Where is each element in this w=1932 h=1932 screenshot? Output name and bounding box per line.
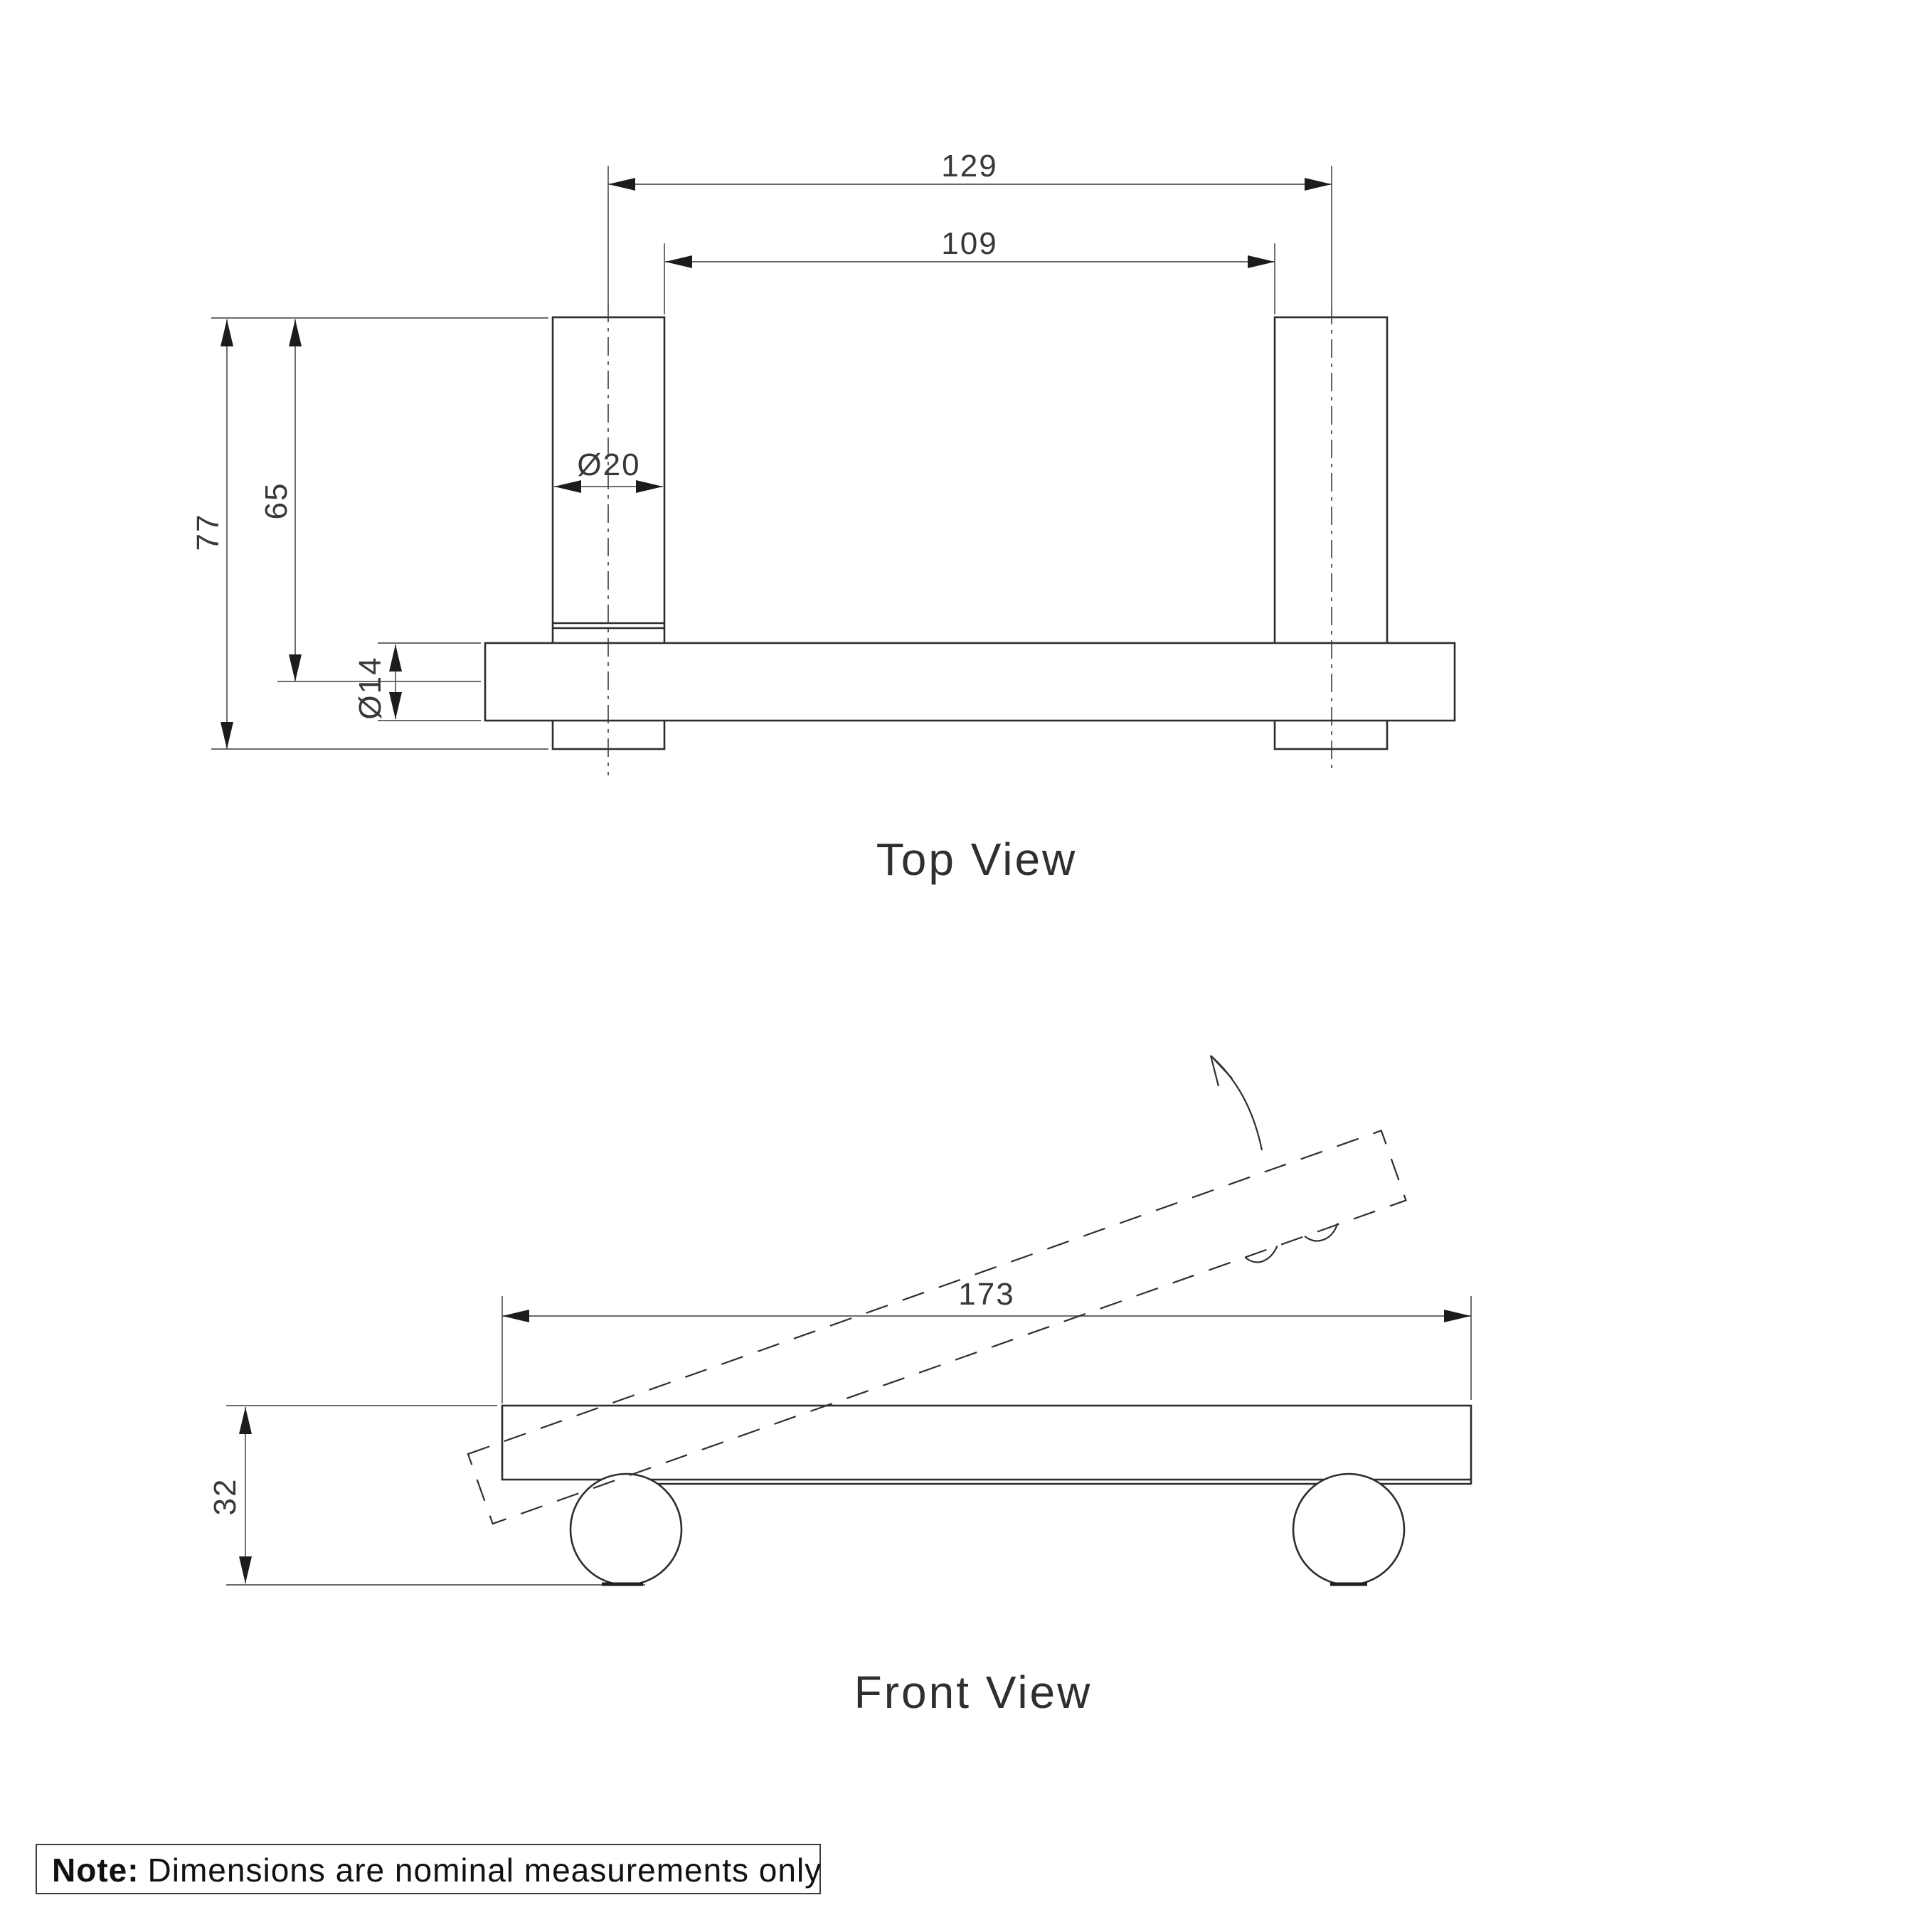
arrowhead bbox=[239, 1556, 252, 1583]
note-text: Note:Dimensions are nominal measurements… bbox=[52, 1852, 822, 1889]
dim-label-109: 109 bbox=[941, 226, 997, 261]
top-view-title: Top View bbox=[876, 834, 1078, 885]
dim-label-77: 77 bbox=[191, 514, 225, 551]
arrowhead bbox=[389, 692, 402, 719]
front-view-title: Front View bbox=[854, 1667, 1093, 1718]
arrowhead bbox=[608, 178, 635, 191]
tilted-plank-outline bbox=[467, 1130, 1407, 1525]
dim-label-32: 32 bbox=[208, 1478, 243, 1516]
plank-outline bbox=[501, 1404, 1472, 1481]
arrowhead bbox=[1305, 178, 1332, 191]
arrowhead bbox=[1444, 1310, 1471, 1322]
tilted-plank-notch-1 bbox=[1244, 1246, 1278, 1263]
dim-label-173: 173 bbox=[958, 1277, 1014, 1312]
dim-label-65: 65 bbox=[259, 482, 294, 520]
arrowhead bbox=[239, 1407, 252, 1434]
front-view: 173 32 Front View bbox=[208, 1055, 1472, 1718]
rail-outline bbox=[484, 642, 1456, 722]
arrowhead bbox=[289, 654, 302, 681]
note-prefix: Note: bbox=[52, 1852, 139, 1889]
right-post-outline bbox=[1273, 316, 1389, 750]
note-box: Note:Dimensions are nominal measurements… bbox=[36, 1844, 822, 1894]
dim-label-129: 129 bbox=[941, 149, 997, 184]
arrowhead bbox=[554, 480, 581, 493]
arrowhead bbox=[636, 480, 663, 493]
dim-label-d14: Ø14 bbox=[353, 656, 388, 719]
arrowhead bbox=[221, 319, 233, 346]
tilted-plank-dashed bbox=[467, 1130, 1407, 1525]
arrowhead bbox=[389, 644, 402, 672]
note-body: Dimensions are nominal measurements only bbox=[148, 1852, 822, 1889]
dim-label-d20: Ø20 bbox=[577, 447, 640, 482]
arrowhead bbox=[289, 319, 302, 346]
right-wheel bbox=[1292, 1472, 1406, 1586]
top-view: 129 109 77 65 Ø20 Ø14 Top View bbox=[191, 149, 1456, 885]
left-wheel bbox=[569, 1472, 683, 1586]
arrowhead bbox=[221, 722, 233, 749]
note-border bbox=[36, 1844, 821, 1894]
arrowhead bbox=[1248, 255, 1275, 268]
rotation-arrow-head bbox=[1209, 1055, 1233, 1087]
arrowhead bbox=[665, 255, 692, 268]
tilted-plank-notch-2 bbox=[1304, 1222, 1339, 1242]
rotation-arrow-shaft bbox=[1210, 1055, 1263, 1151]
arrowhead bbox=[502, 1310, 529, 1322]
